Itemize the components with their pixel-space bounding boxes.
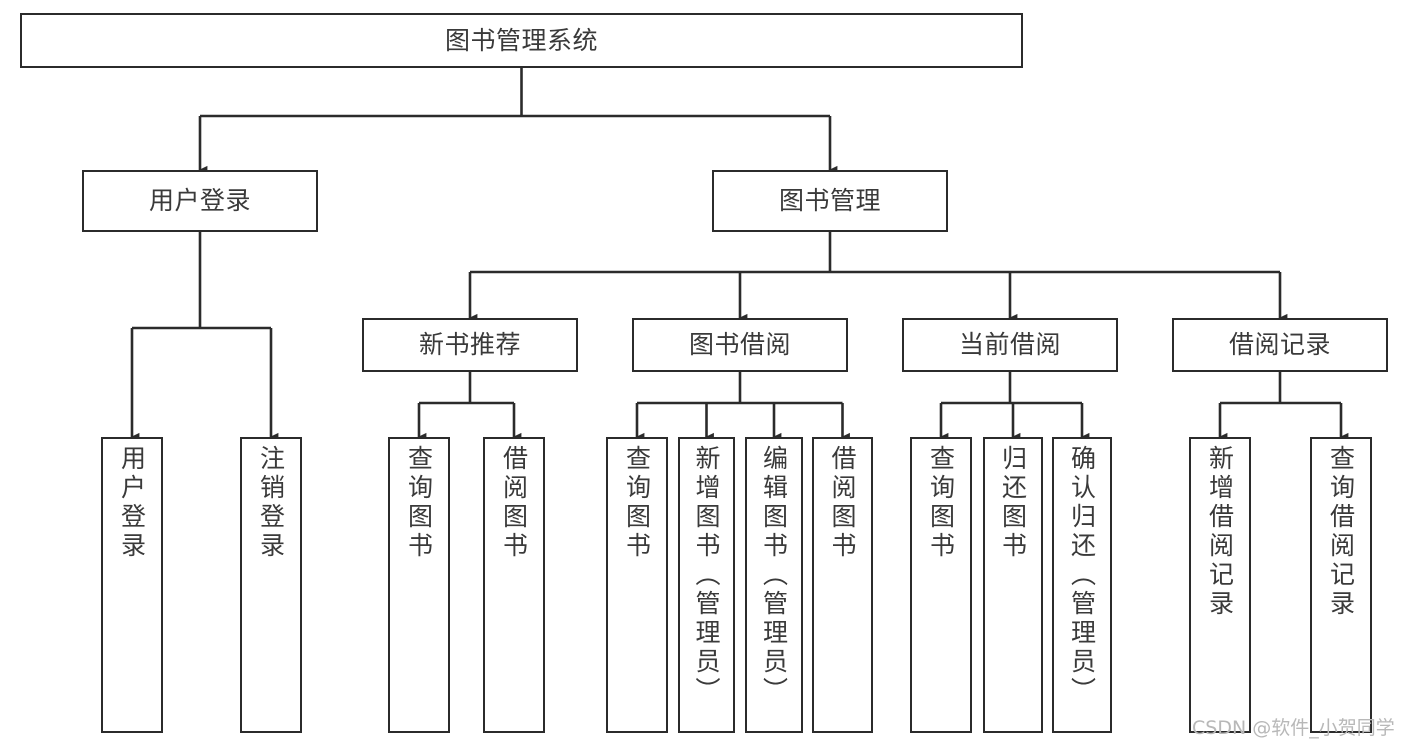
node-label-leaf-add-record: 新增借阅记录 [1205,445,1235,619]
node-leaf-edit-book[interactable]: 编辑图书（管理员） [745,437,803,733]
node-cur-borrow[interactable]: 当前借阅 [902,318,1118,372]
node-leaf-add-record[interactable]: 新增借阅记录 [1189,437,1251,733]
node-label-leaf-confirm-ret: 确认归还（管理员） [1067,445,1097,706]
csdn-watermark: CSDN @软件_小贺同学 [1192,717,1395,739]
node-label-cur-borrow: 当前借阅 [958,330,1061,360]
node-leaf-borrow-book-1[interactable]: 借阅图书 [483,437,545,733]
node-label-leaf-edit-book: 编辑图书（管理员） [759,445,789,706]
node-leaf-user-login[interactable]: 用户登录 [101,437,163,733]
node-label-book-manage: 图书管理 [778,186,881,216]
node-label-leaf-add-book: 新增图书（管理员） [692,445,721,706]
node-label-borrow-rec: 借阅记录 [1228,330,1331,360]
node-book-manage[interactable]: 图书管理 [712,170,948,232]
node-label-leaf-borrow-book-2: 借阅图书 [828,445,857,561]
node-label-root: 图书管理系统 [444,25,598,55]
node-label-user-login: 用户登录 [148,186,251,216]
node-leaf-query-book-3[interactable]: 查询图书 [910,437,972,733]
node-leaf-borrow-book-2[interactable]: 借阅图书 [812,437,873,733]
node-label-leaf-user-logout: 注销登录 [256,445,286,561]
node-leaf-user-logout[interactable]: 注销登录 [240,437,302,733]
node-label-leaf-query-book-2: 查询图书 [622,445,652,561]
node-user-login[interactable]: 用户登录 [82,170,318,232]
node-root[interactable]: 图书管理系统 [20,13,1023,68]
node-leaf-add-book[interactable]: 新增图书（管理员） [678,437,735,733]
node-leaf-query-book-1[interactable]: 查询图书 [388,437,450,733]
node-leaf-return-book[interactable]: 归还图书 [983,437,1043,733]
node-leaf-query-book-2[interactable]: 查询图书 [606,437,668,733]
node-label-book-borrow: 图书借阅 [688,330,791,360]
node-borrow-rec[interactable]: 借阅记录 [1172,318,1388,372]
node-leaf-query-record[interactable]: 查询借阅记录 [1310,437,1372,733]
node-label-new-book-rec: 新书推荐 [418,330,521,360]
node-new-book-rec[interactable]: 新书推荐 [362,318,578,372]
node-label-leaf-query-book-1: 查询图书 [404,445,434,561]
node-label-leaf-borrow-book-1: 借阅图书 [499,445,529,561]
node-label-leaf-query-book-3: 查询图书 [926,445,956,561]
node-label-leaf-user-login: 用户登录 [117,445,147,561]
node-book-borrow[interactable]: 图书借阅 [632,318,848,372]
node-label-leaf-return-book: 归还图书 [998,445,1028,561]
node-label-leaf-query-record: 查询借阅记录 [1326,445,1356,619]
node-leaf-confirm-ret[interactable]: 确认归还（管理员） [1052,437,1112,733]
connector-edges [130,68,1349,442]
